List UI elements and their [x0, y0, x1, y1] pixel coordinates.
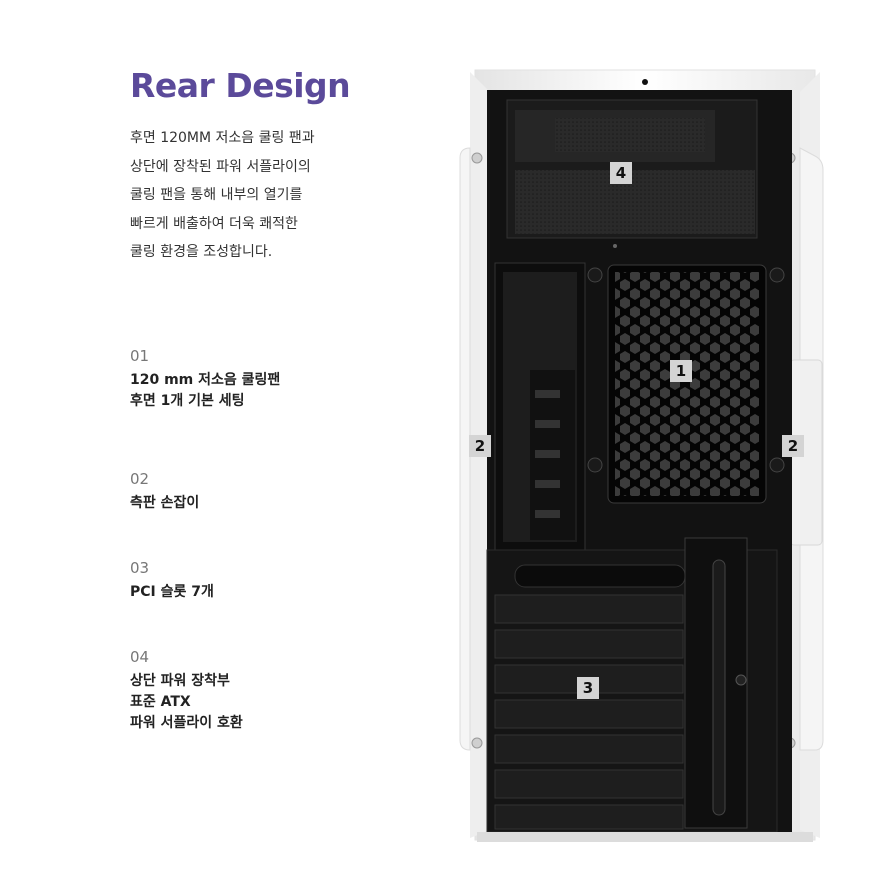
feature-01: 01 120 mm 저소음 쿨링팬 후면 1개 기본 세팅: [130, 346, 450, 412]
feature-04: 04 상단 파워 장착부 표준 ATX 파워 서플라이 호환: [130, 647, 450, 734]
feature-line: 120 mm 저소음 쿨링팬: [130, 372, 281, 388]
feature-number: 03: [130, 559, 150, 577]
feature-line: 측판 손잡이: [130, 495, 200, 511]
feature-02: 02 측판 손잡이: [130, 469, 450, 514]
callout-pci: 3: [577, 677, 599, 699]
description: 후면 120MM 저소음 쿨링 팬과 상단에 장착된 파워 서플라이의 쿨링 팬…: [130, 124, 450, 267]
feature-line: 표준 ATX: [130, 694, 191, 710]
feature-line: PCI 슬롯 7개: [130, 584, 214, 600]
feature-line: 후면 1개 기본 세팅: [130, 393, 245, 409]
feature-number: 04: [130, 648, 150, 666]
description-line: 후면 120MM 저소음 쿨링 팬과: [130, 130, 315, 146]
callout-handle-right: 2: [782, 435, 804, 457]
description-line: 쿨링 환경을 조성합니다.: [130, 244, 273, 260]
description-line: 쿨링 팬을 통해 내부의 열기를: [130, 187, 303, 203]
feature-number: 02: [130, 470, 150, 488]
callout-psu: 4: [610, 162, 632, 184]
pc-case-rear-image: 4 1 2 2 3: [455, 60, 835, 850]
feature-line: 상단 파워 장착부: [130, 673, 230, 689]
pc-case-rear-illustration: [459, 69, 824, 842]
feature-line: 파워 서플라이 호환: [130, 715, 243, 731]
callout-fan: 1: [670, 360, 692, 382]
description-line: 빠르게 배출하여 더욱 쾌적한: [130, 215, 298, 232]
callout-handle-left: 2: [469, 435, 491, 457]
feature-03: 03 PCI 슬롯 7개: [130, 558, 450, 603]
feature-number: 01: [130, 347, 150, 365]
page-title: Rear Design: [130, 66, 351, 105]
description-line: 상단에 장착된 파워 서플라이의: [130, 158, 311, 175]
